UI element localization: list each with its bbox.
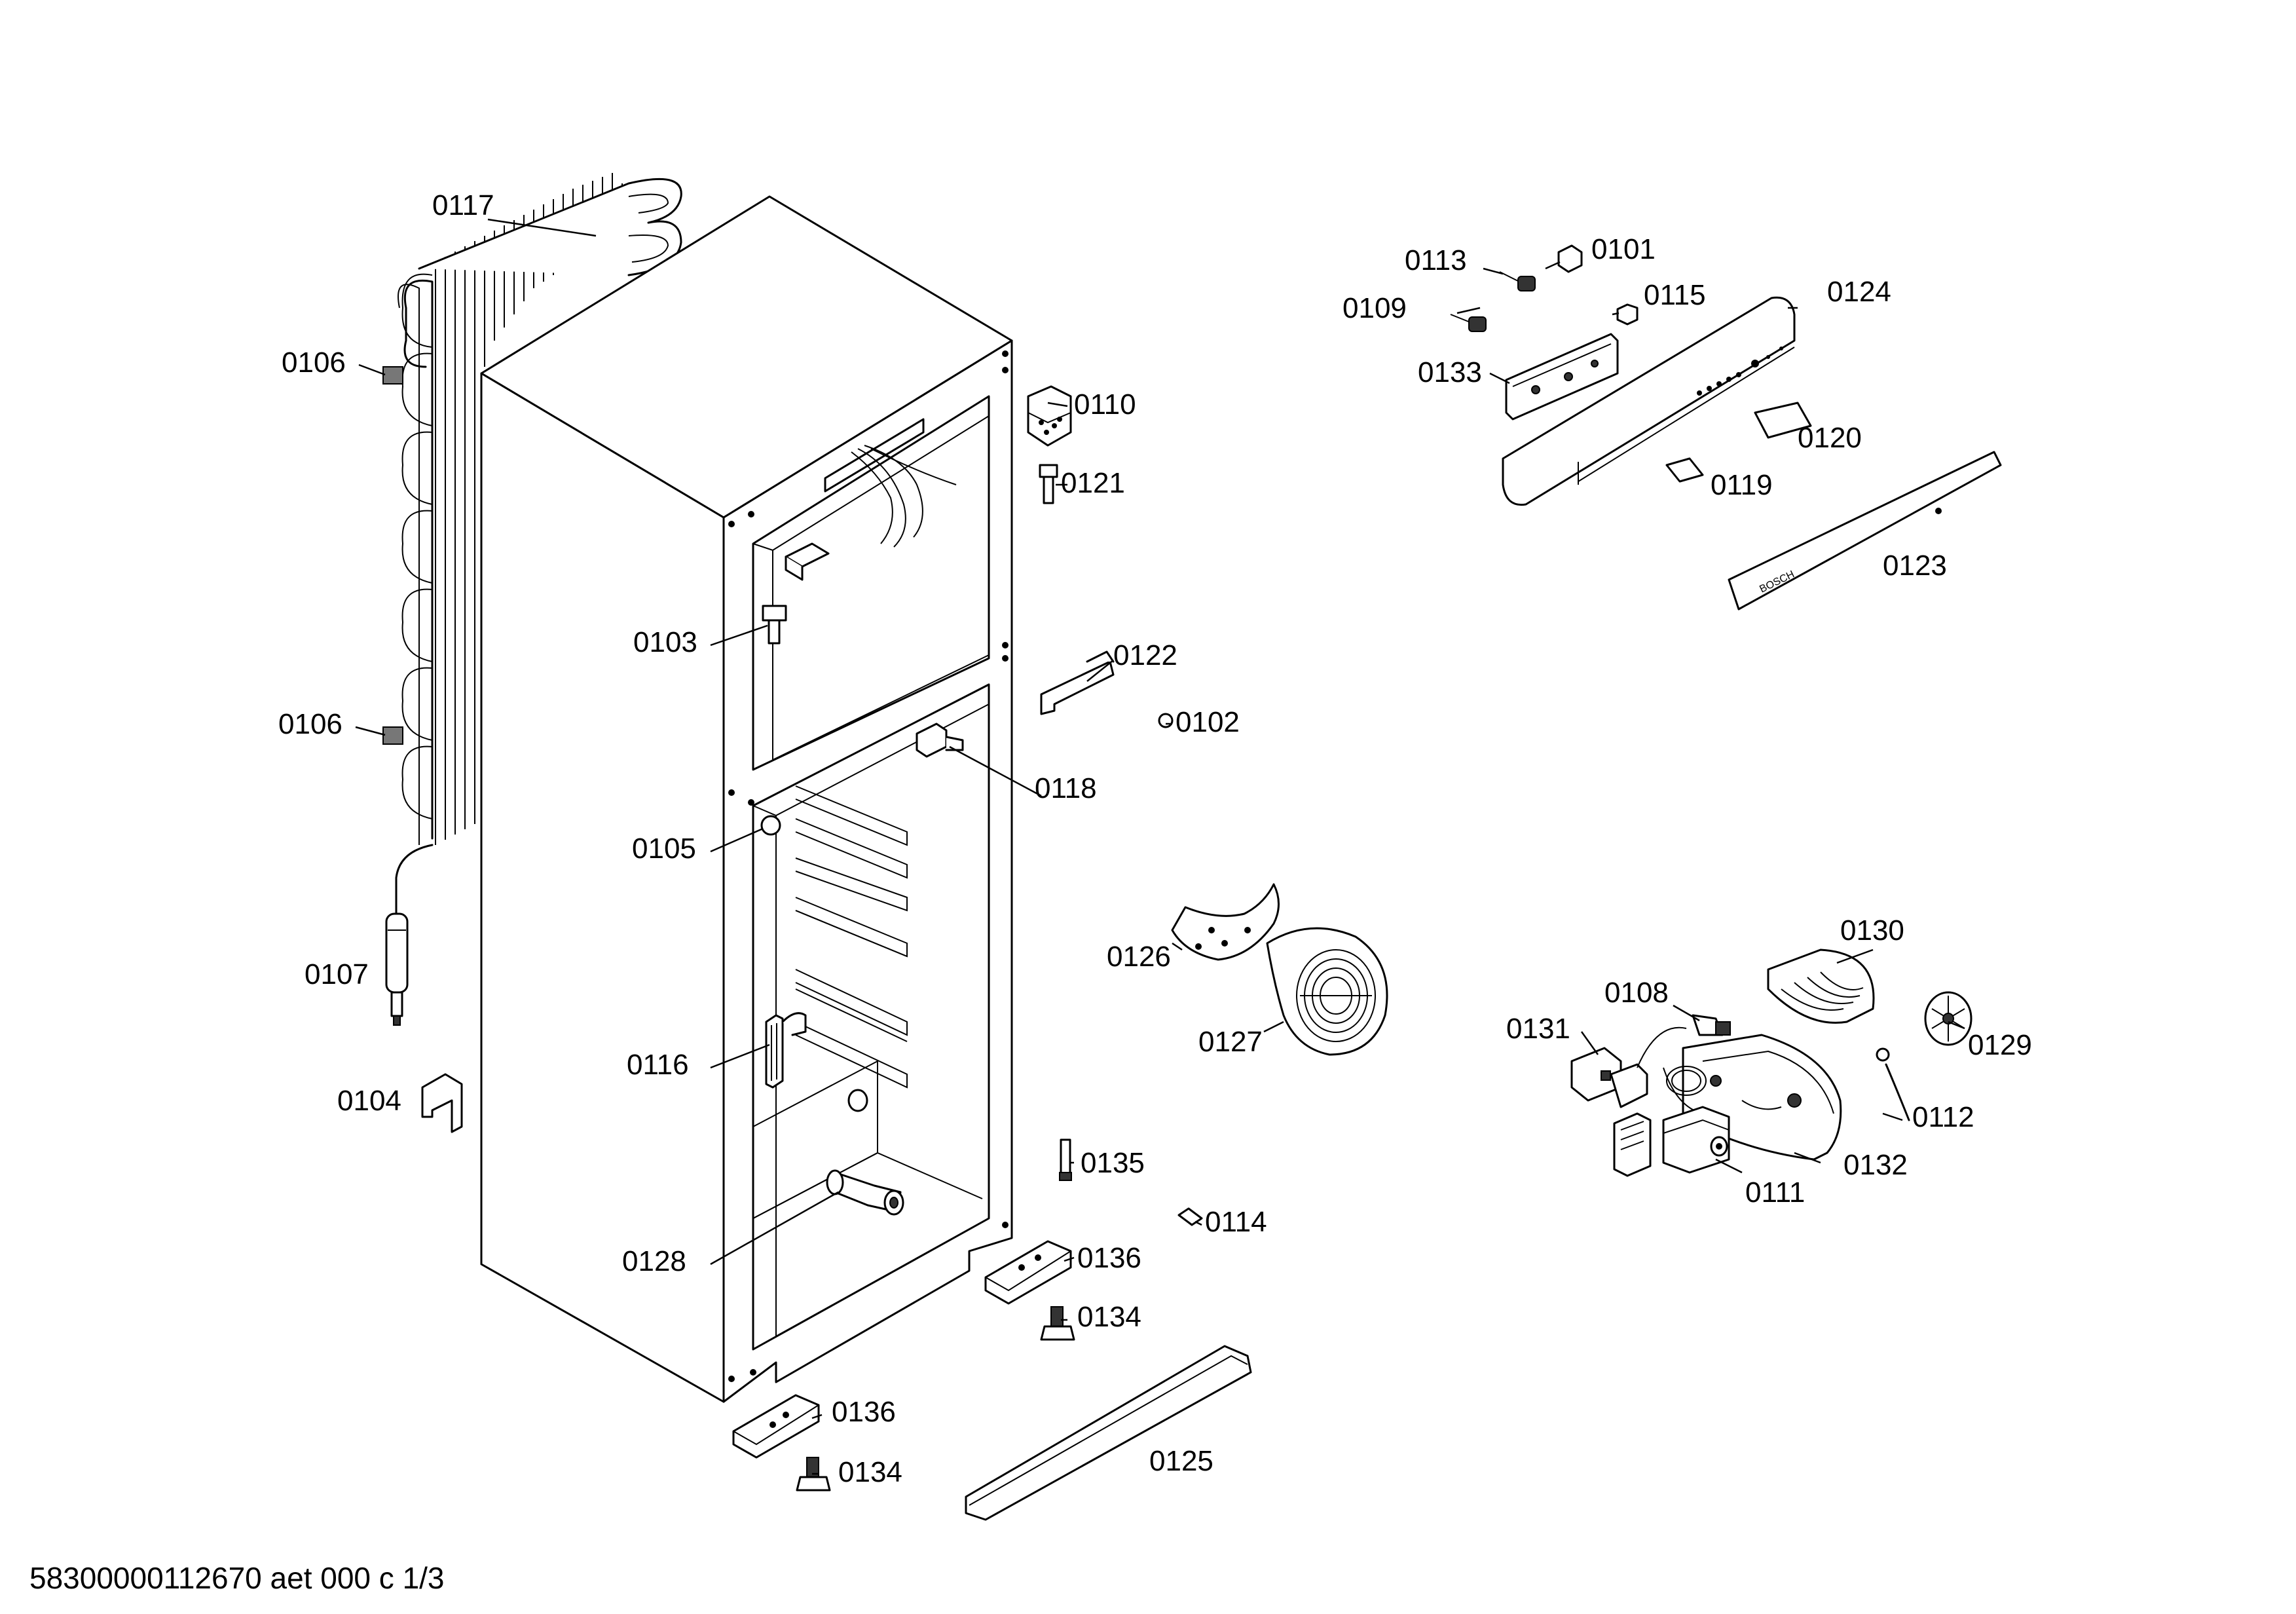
- door-pin: [1059, 1138, 1072, 1181]
- condenser-coil: [382, 173, 682, 915]
- wire-holder: [1613, 1112, 1652, 1177]
- label-0134-left: 0134: [838, 1456, 902, 1488]
- label-0124: 0124: [1827, 276, 1891, 308]
- indicator-lamp-1: [1499, 271, 1536, 291]
- label-0114: 0114: [1205, 1206, 1267, 1238]
- label-0109: 0109: [1342, 292, 1407, 324]
- bottom-hinge-right: [984, 1240, 1072, 1305]
- label-0127: 0127: [1198, 1026, 1263, 1058]
- cap-part: [760, 815, 781, 836]
- small-clip: [1177, 1207, 1203, 1226]
- label-0123: 0123: [1883, 550, 1947, 582]
- label-0112: 0112: [1912, 1101, 1974, 1133]
- plinth-cover: [965, 1345, 1252, 1521]
- label-0134-right: 0134: [1077, 1301, 1141, 1333]
- connector-block: [1570, 1047, 1648, 1108]
- label-0108: 0108: [1604, 977, 1669, 1009]
- label-0131: 0131: [1506, 1013, 1570, 1045]
- control-knob: [1557, 244, 1583, 273]
- label-0136-right: 0136: [1077, 1242, 1141, 1274]
- bracket-part: [421, 1073, 463, 1133]
- label-0122: 0122: [1113, 639, 1177, 671]
- label-0107: 0107: [305, 958, 369, 990]
- label-0110: 0110: [1074, 388, 1136, 421]
- label-0111: 0111: [1745, 1176, 1805, 1209]
- label-0136-left: 0136: [832, 1396, 896, 1428]
- part-labels: 0117 0106 0106 0107 0104 0103 0105 0116 …: [278, 189, 2032, 1488]
- lamp-holder-part: [762, 605, 787, 645]
- middle-hinge: [1040, 650, 1115, 715]
- switch-cap: [1616, 303, 1639, 326]
- label-0135: 0135: [1081, 1147, 1145, 1179]
- label-0133: 0133: [1418, 356, 1482, 388]
- control-panel-housing: [1502, 296, 1796, 506]
- small-cap: [1158, 713, 1174, 728]
- fan-shroud: [1171, 883, 1280, 961]
- leader-lines: [355, 218, 1965, 1475]
- bottom-hinge-left: [732, 1394, 820, 1459]
- label-0128: 0128: [622, 1245, 686, 1277]
- label-0115: 0115: [1644, 279, 1706, 311]
- label-0119: 0119: [1711, 469, 1773, 501]
- document-id: 58300000112670 aet 000 c 1/3: [29, 1561, 445, 1595]
- air-guide: [1767, 948, 1875, 1024]
- label-0120: 0120: [1798, 422, 1862, 454]
- drain-tube: [826, 1169, 904, 1216]
- label-0129: 0129: [1968, 1029, 2032, 1061]
- rating-label: [1754, 402, 1812, 439]
- label-0106-lower: 0106: [278, 708, 343, 740]
- label-0113: 0113: [1405, 244, 1467, 276]
- label-0104: 0104: [337, 1085, 401, 1117]
- wiring-harness: [851, 445, 957, 548]
- label-0118: 0118: [1035, 772, 1097, 804]
- adjustable-foot-right: [1040, 1306, 1075, 1341]
- label-0117: 0117: [432, 189, 494, 221]
- filter-drier: [385, 912, 409, 1026]
- internal-hinge: [785, 542, 830, 581]
- refrigerator-cabinet: [480, 195, 1013, 1403]
- label-0103: 0103: [633, 626, 697, 658]
- label-0116: 0116: [627, 1049, 689, 1081]
- control-board: [1505, 333, 1619, 421]
- label-0125: 0125: [1149, 1445, 1213, 1477]
- info-label: [1665, 457, 1704, 483]
- label-0105: 0105: [632, 833, 696, 865]
- label-0126: 0126: [1107, 941, 1171, 973]
- adjustable-foot-left: [796, 1457, 831, 1492]
- label-0106-upper: 0106: [282, 347, 346, 379]
- fan-blade: [1924, 991, 1972, 1046]
- label-0101: 0101: [1591, 233, 1656, 265]
- spring-clip: [1876, 1047, 1910, 1121]
- hinge-pin: [1039, 464, 1058, 504]
- label-0121: 0121: [1061, 467, 1125, 499]
- sensor-tube: [765, 1012, 807, 1089]
- indicator-lamp-2: [1450, 314, 1487, 332]
- top-hinge: [1027, 385, 1072, 447]
- thermostat: [1662, 1106, 1730, 1174]
- label-0102: 0102: [1176, 706, 1240, 738]
- label-0132: 0132: [1843, 1149, 1908, 1181]
- fan-grille: [1266, 927, 1388, 1056]
- lamp-bulb: [1692, 1014, 1731, 1036]
- label-0130: 0130: [1840, 914, 1904, 947]
